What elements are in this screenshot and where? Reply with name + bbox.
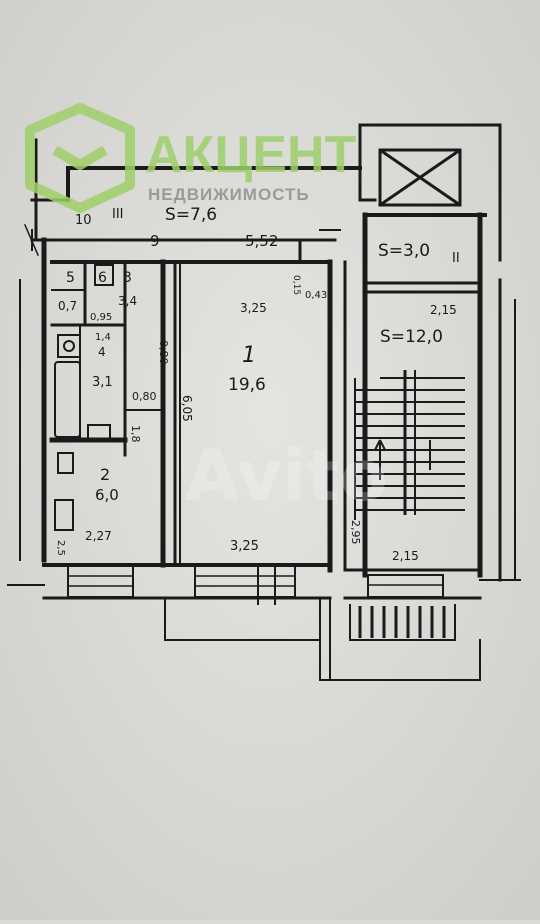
room4-area: 3,1 [92,375,113,390]
plan-labels: S=7,6 III 10 9 5,52 S=3,0 II 5 0,7 6 3 3… [55,205,460,563]
dim-043: 0,43 [305,290,327,301]
agency-watermark: АКЦЕНТ НЕДВИЖИМОСТЬ [25,103,357,213]
room3-number: 3 [123,270,132,286]
dim-top-main: 5,52 [245,232,278,250]
room4-number: 4 [98,345,106,359]
dim-left-edge: 10 [75,213,92,228]
room1-width-top: 3,25 [240,301,267,315]
room2-width: 2,27 [85,529,112,543]
walls [7,123,521,681]
room1-number: 1 [242,343,256,368]
room5-area: 0,7 [58,299,77,313]
room5-number: 5 [66,270,75,286]
room1-length: 6,05 [180,395,194,422]
upper-right-number-label: II [452,251,460,266]
room2-number: 2 [100,465,110,484]
agency-logo-icon [25,103,135,213]
stair-side: 2,95 [349,520,362,545]
fixtures [54,264,114,531]
dim-top-left: 9 [150,232,160,250]
room1-area: 19,6 [228,375,266,395]
dim-015: 0,15 [291,275,301,295]
corridor-area-label: S=7,6 [165,205,217,225]
room2-area: 6,0 [95,486,119,504]
room6-number: 6 [98,270,107,286]
dim-18: 1,8 [129,425,142,443]
avito-watermark: Avito [185,435,388,517]
upper-right-area-label: S=3,0 [378,241,430,261]
corridor-number-label: III [112,207,124,222]
agency-tagline-text: НЕДВИЖИМОСТЬ [148,185,310,204]
windows [67,168,444,605]
dim-095: 0,95 [90,312,112,323]
dim-080-mid: 0,80 [132,390,157,403]
porch-steps [358,606,446,638]
stair-width-top: 2,15 [430,303,457,317]
room3-area: 3,4 [118,294,137,308]
dim-080-left: 0,80 [157,340,170,365]
room4-small: 1,4 [95,332,111,343]
room2-side: 2,5 [55,540,66,556]
agency-brand-text: АКЦЕНТ [145,126,357,184]
stair-width-bottom: 2,15 [392,549,419,563]
shaft-box [378,148,462,207]
room1-width-bottom: 3,25 [230,539,259,554]
stair-area-label: S=12,0 [380,327,443,347]
staircase [354,370,465,520]
